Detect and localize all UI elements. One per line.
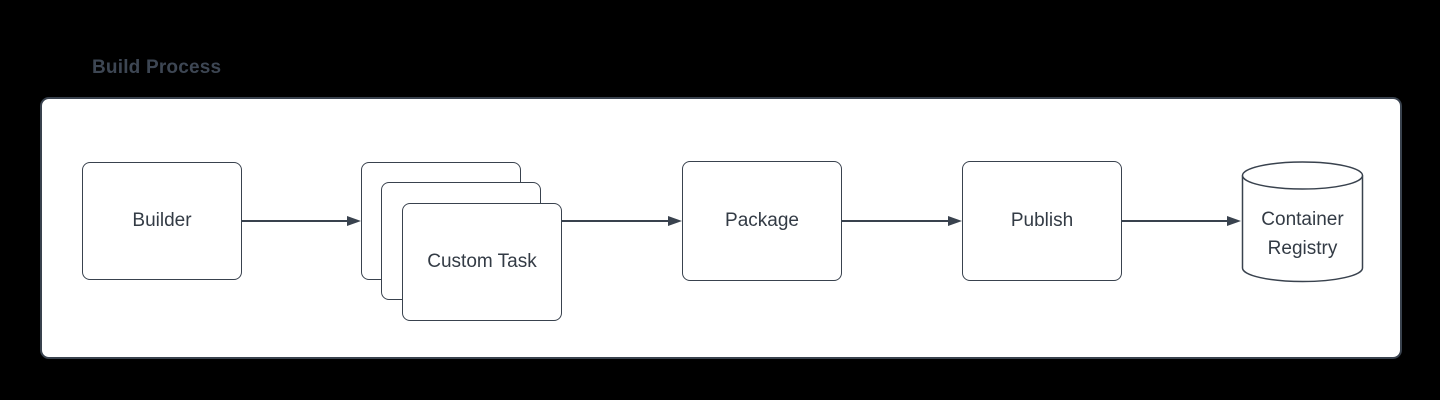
node-publish-label: Publish (1010, 210, 1074, 231)
node-custom-task-front: Custom Task (402, 203, 562, 321)
diagram-title: Build Process (92, 57, 222, 78)
node-package: Package (682, 161, 842, 281)
arrow-publish-to-container-registry (1122, 220, 1228, 222)
arrowhead-icon (1227, 216, 1241, 226)
arrowhead-icon (668, 216, 682, 226)
node-container-registry-label: Container Registry (1261, 208, 1344, 259)
node-builder-label: Builder (132, 210, 192, 231)
node-publish: Publish (962, 161, 1122, 281)
cylinder-icon (1241, 161, 1364, 283)
node-builder: Builder (82, 162, 242, 280)
arrow-builder-to-custom-task (242, 220, 348, 222)
node-container-registry: Container Registry (1241, 161, 1364, 283)
arrowhead-icon (347, 216, 361, 226)
diagram-canvas: Builder Custom Task Custom Task Custom T… (40, 97, 1402, 359)
arrowhead-icon (948, 216, 962, 226)
node-package-label: Package (725, 210, 799, 231)
arrow-package-to-publish (842, 220, 949, 222)
node-custom-task-label: Custom Task (427, 251, 537, 272)
arrow-custom-task-to-package (562, 220, 669, 222)
